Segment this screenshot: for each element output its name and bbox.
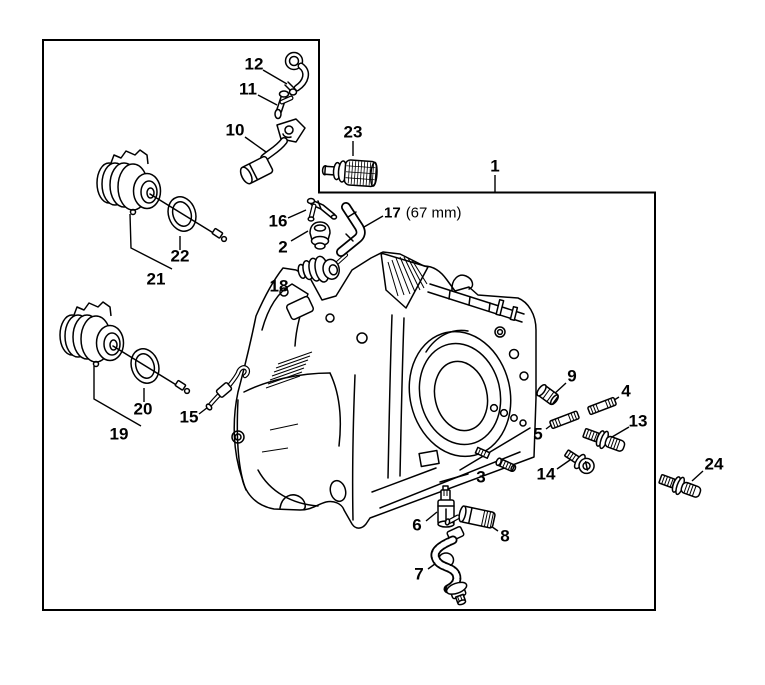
callout-17: 17(67 mm)	[384, 206, 462, 221]
elbow-pipe-drawing	[284, 51, 310, 96]
crankcase-drawing	[231, 251, 537, 529]
washer-screw-drawing	[564, 449, 595, 475]
callout-22: 22	[170, 246, 190, 266]
vent-fitting-drawing	[306, 197, 338, 222]
callout-23: 23	[343, 122, 363, 142]
plug-screw-drawing	[536, 384, 559, 406]
callout-2: 2	[278, 237, 288, 257]
callout-3: 3	[476, 467, 486, 487]
callout-16: 16	[268, 211, 288, 231]
fuel-filter-drawing	[321, 159, 378, 188]
callout-14: 14	[536, 464, 556, 484]
ribbed-grommet-drawing	[297, 255, 340, 283]
bent-hose-drawing	[205, 365, 251, 411]
callout-13: 13	[628, 411, 648, 431]
callout-15: 15	[179, 407, 199, 427]
callout-18: 18	[269, 276, 289, 296]
oil-pump-assembly-2-drawing	[59, 301, 191, 395]
stud-drawing	[549, 410, 580, 430]
collar-bolt-drawing	[582, 427, 626, 452]
frame-border	[42, 39, 656, 611]
stud-2-drawing	[587, 396, 617, 416]
callout-10: 10	[225, 120, 245, 140]
callout-17-note: (67 mm)	[405, 204, 462, 222]
callout-20: 20	[133, 399, 153, 419]
callout-11: 11	[239, 79, 257, 99]
callout-6: 6	[412, 515, 422, 535]
small-screw-drawing	[495, 457, 517, 473]
callout-8: 8	[500, 526, 510, 546]
callout-1: 1	[490, 156, 500, 176]
collar-bolt-2-drawing	[658, 473, 702, 498]
callout-17-number: 17	[384, 204, 401, 222]
oil-pickup-drawing	[239, 118, 306, 185]
callout-5: 5	[533, 424, 543, 444]
oil-pump-assembly-drawing	[96, 149, 228, 243]
callout-19: 19	[109, 424, 129, 444]
plug-grommet-drawing	[309, 221, 331, 250]
callout-21: 21	[146, 269, 166, 289]
connector-nipple-drawing	[274, 90, 294, 120]
corrugated-hose-drawing	[430, 525, 468, 606]
callout-7: 7	[414, 564, 424, 584]
callout-24: 24	[704, 454, 724, 474]
impulse-hose-drawing	[336, 202, 366, 257]
callout-9: 9	[567, 366, 577, 386]
callout-12: 12	[244, 54, 264, 74]
callout-4: 4	[621, 381, 631, 401]
connector-valve-drawing	[444, 505, 496, 529]
